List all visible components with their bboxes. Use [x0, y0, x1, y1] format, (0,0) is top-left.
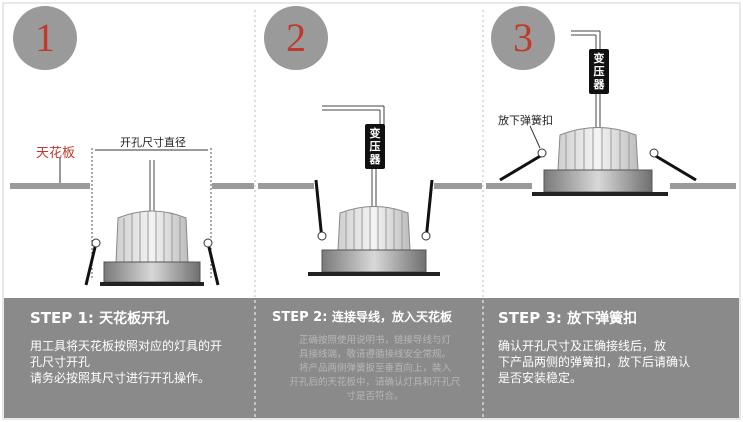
hole-size-label: 开孔尺寸直径 [120, 136, 186, 149]
step-2-number: 2 [286, 15, 306, 60]
spring-pivot-3-right [649, 148, 659, 158]
lamp-3-heatsink [557, 127, 639, 171]
ceiling-left-3 [486, 183, 532, 189]
step-2-title: STEP 2: 连接导线，放入天花板 [272, 308, 452, 325]
step-1-prefix: STEP 1: [30, 309, 94, 327]
step-3-title: STEP 3: 放下弹簧扣 [498, 308, 637, 328]
step-3-circle [491, 6, 555, 70]
spring-3-left [499, 153, 543, 182]
lamp-1-heatsink [115, 210, 189, 263]
clip-leader [529, 125, 541, 149]
ceiling-right-2 [434, 183, 482, 189]
ceiling-left-2 [258, 183, 314, 189]
step-3-panel: STEP 3: 放下弹簧扣 确认开孔尺寸及正确接线后，放 下产品两侧的弹簧扣，放… [498, 300, 728, 420]
spring-pivot-2-right [421, 231, 431, 241]
step-1-panel: STEP 1: 天花板开孔 用工具将天花板按照对应的灯具的开 孔尺寸开孔 请务必… [30, 300, 252, 420]
step-2-circle [264, 6, 328, 70]
lamp-3-trim [543, 169, 653, 193]
step-1-number: 1 [35, 15, 55, 60]
ceiling-right-3 [670, 183, 736, 189]
ceiling-label: 天花板 [36, 146, 76, 161]
lamp-3-bezel [532, 192, 668, 196]
spring-3-right [653, 153, 697, 182]
lamp-2-heatsink [337, 206, 411, 251]
ceiling-left-1 [10, 183, 90, 189]
lamp-2-bezel [308, 272, 440, 276]
transformer-2: 变压器 [365, 124, 385, 169]
step-1-title: STEP 1: 天花板开孔 [30, 308, 169, 328]
spring-2-right [424, 179, 434, 241]
step-2-panel: STEP 2: 连接导线，放入天花板 正确按照使用说明书，链接导线与灯 具接线端… [272, 300, 478, 420]
step-1-body: 用工具将天花板按照对应的灯具的开 孔尺寸开孔 请务必按照其尺寸进行开孔操作。 [30, 339, 223, 385]
release-clip-label: 放下弹簧扣 [498, 114, 553, 127]
step-3-number: 3 [513, 15, 533, 60]
spring-pivot-1-right [203, 238, 213, 248]
step-2-title-cn: 连接导线，放入天花板 [331, 310, 452, 324]
step-panel-background [4, 298, 739, 418]
ceiling-right-1 [212, 183, 254, 189]
spring-pivot-1-left [91, 238, 101, 248]
lamp-2-trim [321, 249, 427, 273]
lamp-1-trim [103, 261, 201, 283]
spring-1-right [206, 242, 220, 286]
lamp-2-fins [345, 206, 403, 250]
lamp-1-fins [123, 211, 181, 262]
step-3-prefix: STEP 3: [498, 309, 562, 327]
lamp-3-fins [565, 127, 630, 170]
step-1-circle [13, 6, 77, 70]
spring-1-left [84, 242, 98, 286]
step-2-body: 正确按照使用说明书，链接导线与灯 具接线端，敬请遵循接线安全常规。 将产品两侧弹… [289, 335, 461, 402]
step-3-body: 确认开孔尺寸及正确接线后，放 下产品两侧的弹簧扣，放下后请确认 是否安装稳定。 [498, 339, 691, 385]
spring-2-left [314, 179, 324, 241]
lamp-1-bezel [100, 282, 204, 286]
step-1-title-cn: 天花板开孔 [99, 311, 170, 327]
step-3-title-cn: 放下弹簧扣 [567, 311, 638, 327]
transformer-3: 变压器 [589, 49, 609, 94]
spring-pivot-3-left [537, 148, 547, 158]
spring-pivot-2-left [317, 231, 327, 241]
step-2-prefix: STEP 2: [272, 310, 328, 325]
